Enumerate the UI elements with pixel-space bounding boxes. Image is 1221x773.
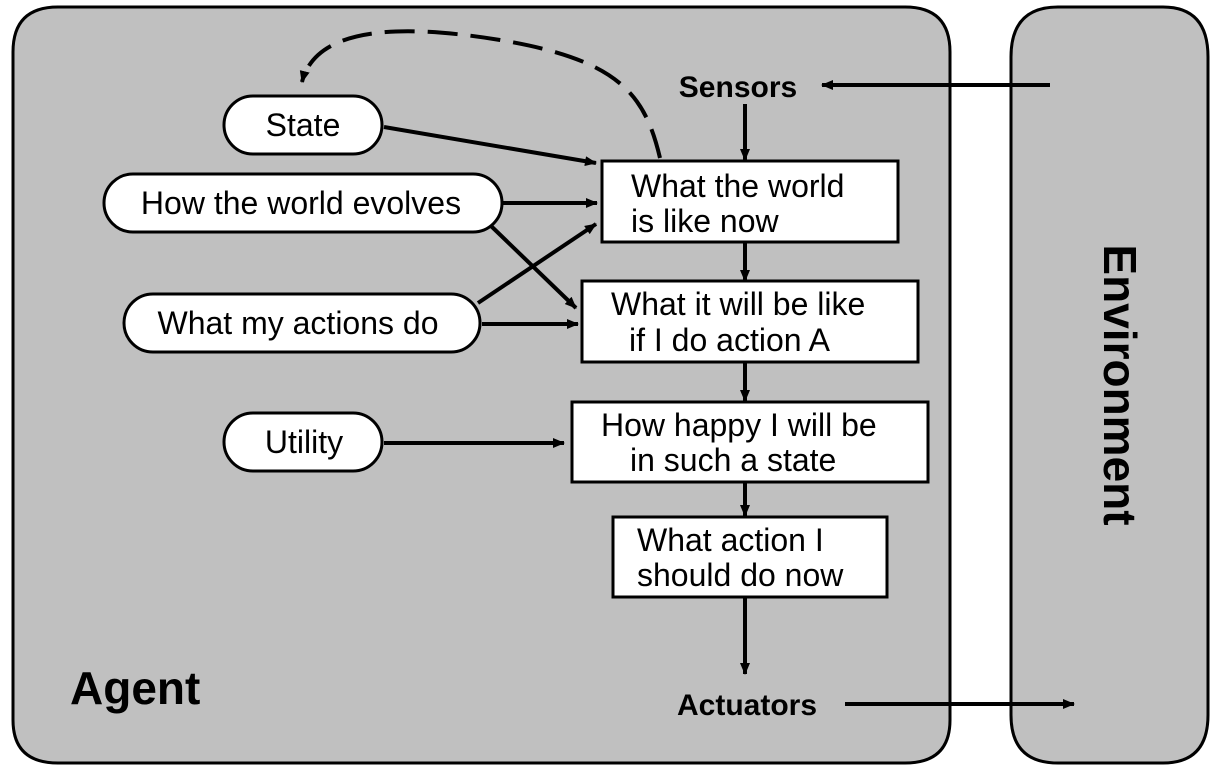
world-evolves-oval [102, 172, 504, 234]
will-be-like-line-2: if I do action A [629, 322, 831, 358]
agent-label: Agent [70, 662, 200, 714]
will-be-like-box [580, 279, 920, 364]
how-happy-box [570, 400, 930, 484]
how-happy-line-1: How happy I will be [601, 407, 877, 443]
actuators-label: Actuators [677, 689, 817, 722]
how-happy-line-2: in such a state [630, 442, 836, 478]
state-oval [222, 94, 384, 156]
world-evolves-label: How the world evolves [141, 185, 461, 221]
environment-panel [1009, 5, 1210, 765]
what-action-line-1: What action I [637, 522, 824, 558]
sensors-label: Sensors [679, 71, 797, 104]
will-be-like-line-1: What it will be like [611, 286, 865, 322]
actions-to-world-now-arrow [476, 222, 598, 305]
agent-panel [11, 5, 952, 765]
world-now-line-2: is like now [631, 203, 780, 239]
what-action-box [611, 515, 889, 599]
state-feedback-dashed-arrow [299, 29, 662, 159]
what-action-line-2: should do now [637, 557, 844, 593]
utility-oval [222, 411, 384, 473]
utility-label: Utility [265, 424, 343, 460]
actions-do-label: What my actions do [158, 305, 439, 341]
state-to-world-now-arrow [383, 125, 597, 167]
state-label: State [266, 107, 341, 143]
world-now-line-1: What the world [631, 168, 844, 204]
actions-do-oval [122, 292, 482, 354]
environment-label: Environment [1094, 244, 1146, 525]
world-now-box [600, 159, 900, 244]
